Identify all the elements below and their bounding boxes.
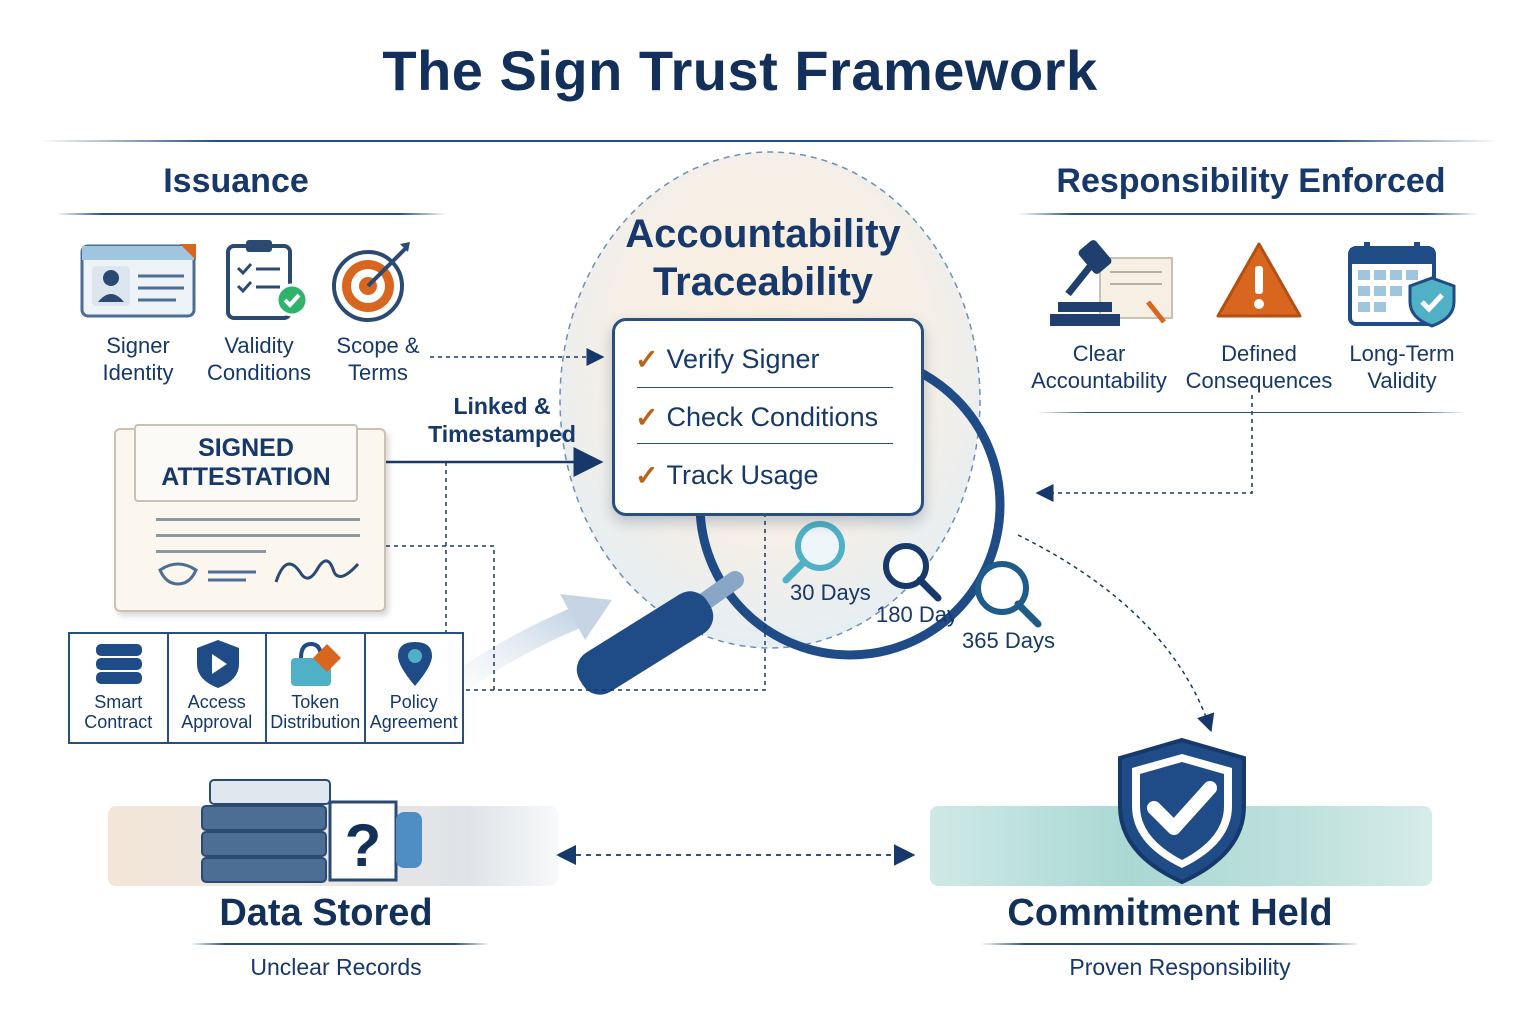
swoosh-arrow (462, 612, 590, 680)
validity-conditions-label: Validity Conditions (194, 332, 324, 386)
responsibility-lower-divider (1036, 412, 1466, 413)
gavel-icon (1044, 236, 1178, 330)
data-stored-title: Data Stored (156, 892, 496, 935)
token-icon (267, 634, 365, 692)
traceability-heading: Traceability (600, 258, 926, 306)
shield-check-icon (1110, 736, 1254, 886)
magnifier-365-icon (978, 564, 1038, 624)
data-stored-divider (190, 943, 490, 945)
link-label-line1: Linked & (420, 392, 584, 420)
check-label: Check Conditions (666, 402, 878, 433)
commitment-held-divider (980, 943, 1360, 945)
id-card-icon (80, 242, 198, 318)
link-label: Linked & Timestamped (420, 392, 584, 448)
warning-icon (1214, 240, 1304, 320)
check-divider (637, 443, 893, 444)
servers-question-icon: ? (196, 776, 426, 892)
signer-identity-label: Signer Identity (76, 332, 200, 386)
period-180-label: 180 Days (876, 602, 954, 628)
check-item: ✓ Track Usage (635, 447, 893, 503)
checkmark-icon: ✓ (635, 401, 658, 434)
attestation-line2: ATTESTATION (136, 463, 356, 492)
check-label: Verify Signer (666, 344, 819, 375)
calendar-shield-icon (1348, 240, 1458, 330)
link-label-line2: Timestamped (420, 420, 584, 448)
checkmark-icon: ✓ (635, 343, 658, 376)
play-shield-icon (169, 634, 267, 692)
attestation-line1: SIGNED (136, 434, 356, 463)
responsibility-divider (1018, 213, 1478, 215)
issuance-divider (56, 213, 446, 215)
stack-icon (70, 634, 168, 692)
scope-terms-label: Scope & Terms (322, 332, 434, 386)
center-heading: Accountability Traceability (600, 210, 926, 306)
accountability-heading: Accountability (600, 210, 926, 258)
target-icon (330, 240, 416, 324)
verification-checklist: ✓ Verify Signer ✓ Check Conditions ✓ Tra… (612, 318, 924, 516)
responsibility-heading: Responsibility Enforced (1036, 162, 1466, 201)
signed-attestation-title: SIGNED ATTESTATION (134, 424, 358, 502)
svg-text:?: ? (345, 812, 382, 879)
check-divider (637, 387, 893, 388)
commitment-held-title: Commitment Held (960, 892, 1380, 935)
checkmark-icon: ✓ (635, 459, 658, 492)
check-item: ✓ Verify Signer (635, 331, 893, 387)
check-item: ✓ Check Conditions (635, 389, 893, 445)
data-stored-subtitle: Unclear Records (176, 954, 496, 981)
checklist-icon (222, 238, 310, 320)
period-365-label: 365 Days (962, 628, 1055, 654)
commitment-held-subtitle: Proven Responsibility (1010, 954, 1350, 981)
check-label: Track Usage (666, 460, 818, 491)
location-pin-icon (366, 634, 464, 692)
period-30-label: 30 Days (790, 580, 871, 606)
issuance-heading: Issuance (56, 162, 416, 201)
